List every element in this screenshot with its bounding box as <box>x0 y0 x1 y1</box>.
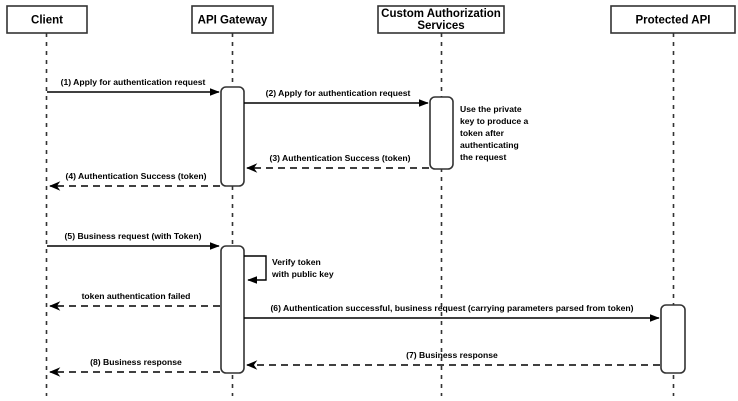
participant-api-gateway[interactable]: API Gateway <box>191 5 274 34</box>
message-3-label: (3) Authentication Success (token) <box>269 153 410 163</box>
message-3-authentication-success-token[interactable]: (3) Authentication Success (token) <box>246 153 429 173</box>
message-7-label: (7) Business response <box>406 350 498 360</box>
participant-box-api-gateway[interactable] <box>191 5 274 34</box>
message-token-authentication-failed[interactable]: token authentication failed <box>49 291 220 311</box>
message-6-label: (6) Authentication successful, business … <box>270 303 633 313</box>
note-private-key-line-2: key to produce a <box>460 116 529 126</box>
activation-bar-api-gateway-business <box>220 245 245 374</box>
self-message-verify-token[interactable]: Verify token with public key <box>244 255 334 284</box>
activation-bar-custom-authorization-services <box>429 96 454 170</box>
message-6-authentication-successful-business-request[interactable]: (6) Authentication successful, business … <box>244 303 660 322</box>
self-message-verify-token-line-1: Verify token <box>272 257 321 267</box>
participant-protected-api[interactable]: Protected API <box>610 5 736 34</box>
message-5-business-request-with-token[interactable]: (5) Business request (with Token) <box>47 231 220 250</box>
self-message-verify-token-arrow <box>244 255 267 284</box>
message-8-business-response[interactable]: (8) Business response <box>49 357 220 377</box>
message-4-authentication-success-token[interactable]: (4) Authentication Success (token) <box>49 171 220 191</box>
activation-bar-api-gateway-auth <box>220 86 245 187</box>
participant-client[interactable]: Client <box>6 5 88 34</box>
message-2-label: (2) Apply for authentication request <box>266 88 411 98</box>
activation-bars-group <box>220 86 686 374</box>
participant-box-protected-api[interactable] <box>610 5 736 34</box>
note-private-key-line-3: token after <box>460 128 505 138</box>
participant-label-api-gateway: API Gateway <box>198 15 268 27</box>
participant-label-custom-authorization-services-line1: Custom Authorization <box>381 8 501 20</box>
message-1-label: (1) Apply for authentication request <box>61 77 206 87</box>
note-private-key-line-4: authenticating <box>460 140 519 150</box>
message-1-apply-for-authentication-request[interactable]: (1) Apply for authentication request <box>47 77 220 96</box>
participant-label-protected-api: Protected API <box>636 15 711 27</box>
self-message-verify-token-line-2: with public key <box>271 269 334 279</box>
note-private-key: Use the private key to produce a token a… <box>460 104 529 162</box>
note-private-key-line-1: Use the private <box>460 104 522 114</box>
participant-box-client[interactable] <box>6 5 88 34</box>
message-2-apply-for-authentication-request[interactable]: (2) Apply for authentication request <box>244 88 429 107</box>
participant-label-client: Client <box>31 15 63 27</box>
message-8-label: (8) Business response <box>90 357 182 367</box>
message-4-label: (4) Authentication Success (token) <box>65 171 206 181</box>
note-private-key-line-5: the request <box>460 152 506 162</box>
participant-label-custom-authorization-services-line2: Services <box>417 20 464 32</box>
participant-box-custom-authorization-services[interactable] <box>377 5 505 34</box>
message-7-business-response[interactable]: (7) Business response <box>246 350 660 370</box>
participant-custom-authorization-services[interactable]: Custom Authorization Services <box>377 5 505 34</box>
activation-bar-protected-api <box>660 304 686 374</box>
message-token-authentication-failed-label: token authentication failed <box>82 291 191 301</box>
message-5-label: (5) Business request (with Token) <box>65 231 202 241</box>
lifelines-group <box>45 33 675 396</box>
